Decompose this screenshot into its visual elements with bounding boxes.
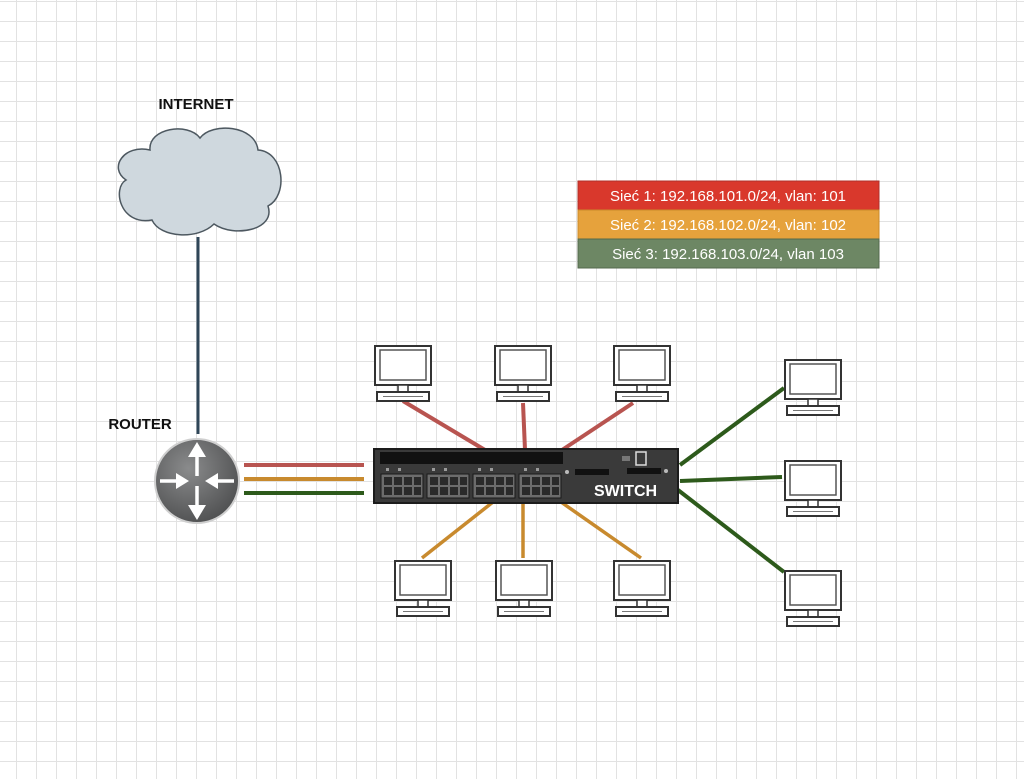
internet-label: INTERNET — [159, 96, 234, 113]
switch-icon: SWITCH — [373, 448, 679, 504]
computer-icon — [613, 345, 671, 402]
legend-item-vlan2: Sieć 2: 192.168.102.0/24, vlan: 102 — [577, 209, 880, 240]
cloud-icon — [117, 127, 282, 236]
router-label: ROUTER — [108, 416, 172, 433]
computer-icon — [494, 345, 552, 402]
legend-label-vlan2: Sieć 2: 192.168.102.0/24, vlan: 102 — [610, 217, 846, 234]
switch-label: SWITCH — [594, 483, 657, 500]
computer-icon — [784, 359, 842, 416]
legend-item-vlan1: Sieć 1: 192.168.101.0/24, vlan: 101 — [577, 180, 880, 211]
computer-icon — [374, 345, 432, 402]
computer-icon — [784, 570, 842, 627]
legend-label-vlan1: Sieć 1: 192.168.101.0/24, vlan: 101 — [610, 188, 846, 205]
vlan3-links — [676, 386, 786, 574]
legend-label-vlan3: Sieć 3: 192.168.103.0/24, vlan 103 — [612, 246, 844, 263]
computer-icon — [613, 560, 671, 617]
computer-icon — [784, 460, 842, 517]
vlan1-links — [401, 399, 635, 452]
router-switch-links — [244, 463, 364, 495]
computer-icon — [394, 560, 452, 617]
router-icon — [154, 438, 240, 524]
computer-icon — [495, 560, 553, 617]
legend-item-vlan3: Sieć 3: 192.168.103.0/24, vlan 103 — [577, 238, 880, 269]
vlan2-links — [420, 500, 643, 560]
vlan-legend: Sieć 1: 192.168.101.0/24, vlan: 101 Sieć… — [577, 180, 880, 269]
